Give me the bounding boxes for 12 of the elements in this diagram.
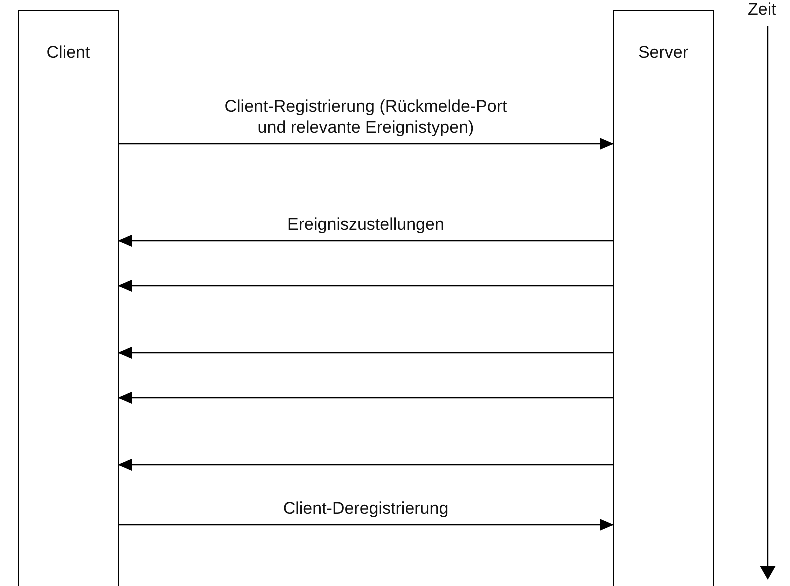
- lifeline-box: [18, 10, 119, 586]
- message-arrow: [118, 280, 613, 292]
- message-arrow: [118, 392, 613, 404]
- message-arrow: [118, 347, 613, 359]
- lifeline-box: [613, 10, 714, 586]
- message-arrow: [119, 138, 614, 150]
- axis-label: Zeit: [748, 0, 776, 20]
- message-arrow: [118, 235, 613, 247]
- message-arrow: [118, 459, 613, 471]
- lifeline-title: Client: [46, 43, 92, 63]
- message-arrow: [119, 519, 614, 531]
- lifeline-title: Server: [637, 43, 690, 63]
